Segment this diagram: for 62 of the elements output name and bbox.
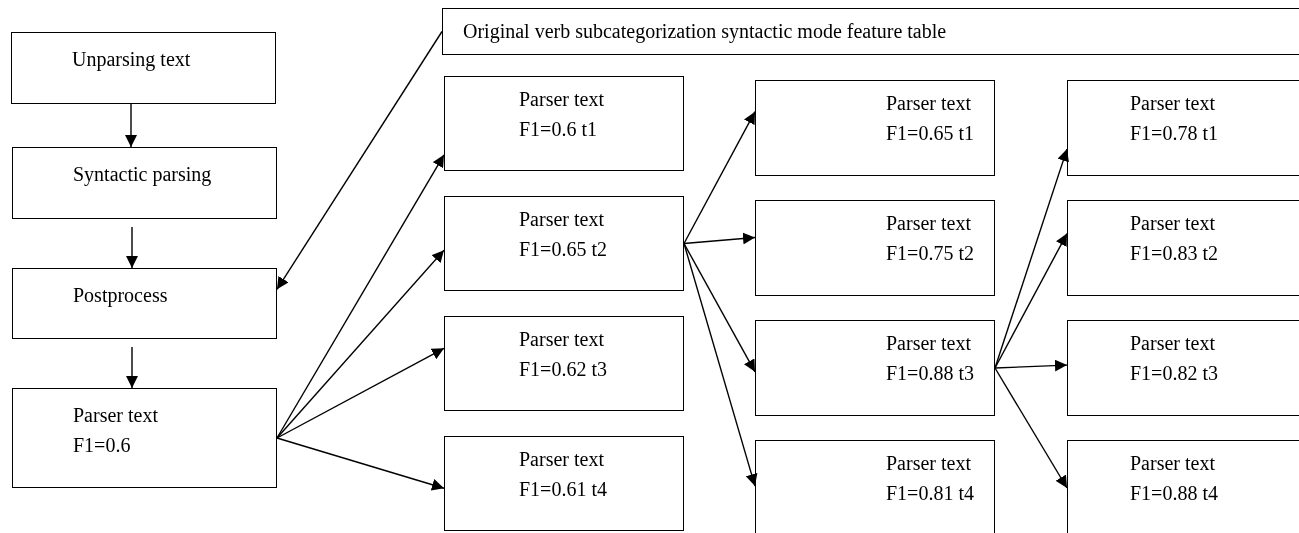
- arrow: [994, 148, 1069, 369]
- process-box: [755, 440, 995, 533]
- arrow: [125, 103, 137, 148]
- box-label: Parser text: [1130, 451, 1215, 476]
- box-label: Parser text: [519, 207, 604, 232]
- arrow: [276, 347, 445, 439]
- process-box: [1067, 440, 1299, 533]
- score-label: F1=0.62 t3: [519, 357, 607, 382]
- score-label: F1=0.82 t3: [1130, 361, 1218, 386]
- arrow: [994, 367, 1068, 489]
- score-label: F1=0.6: [73, 433, 131, 458]
- score-label: F1=0.61 t4: [519, 477, 607, 502]
- process-box: [1067, 320, 1299, 416]
- box-label: Parser text: [1130, 211, 1215, 236]
- box-label: Parser text: [886, 211, 971, 236]
- process-box: [12, 147, 277, 219]
- box-label: Parser text: [73, 403, 158, 428]
- process-box: [755, 200, 995, 296]
- score-label: F1=0.65 t1: [886, 121, 974, 146]
- process-box: [12, 388, 277, 488]
- score-label: F1=0.81 t4: [886, 481, 974, 506]
- process-box: [444, 436, 684, 531]
- box-label: Original verb subcategorization syntactic mode feature table: [463, 19, 947, 45]
- arrow: [276, 437, 445, 491]
- arrow: [994, 359, 1068, 372]
- score-label: F1=0.6 t1: [519, 117, 597, 142]
- arrow: [683, 242, 758, 487]
- title-box: [442, 8, 1299, 55]
- score-label: F1=0.83 t2: [1130, 241, 1218, 266]
- arrow: [276, 249, 445, 439]
- box-label: Parser text: [1130, 331, 1215, 356]
- box-label: Postprocess: [73, 283, 168, 309]
- box-label: Parser text: [519, 447, 604, 472]
- box-label: Parser text: [519, 87, 604, 112]
- box-label: Parser text: [886, 91, 971, 116]
- box-label: Unparsing text: [72, 47, 191, 73]
- arrow: [126, 346, 138, 389]
- arrow: [994, 232, 1068, 369]
- process-box: [444, 76, 684, 171]
- arrow: [126, 226, 138, 269]
- process-box: [1067, 200, 1299, 296]
- score-label: F1=0.75 t2: [886, 241, 974, 266]
- process-box: [12, 268, 277, 339]
- arrow: [276, 30, 443, 290]
- arrow: [683, 232, 756, 245]
- score-label: F1=0.88 t3: [886, 361, 974, 386]
- arrow: [683, 111, 756, 245]
- arrow: [683, 242, 756, 373]
- process-box: [755, 80, 995, 176]
- box-label: Parser text: [519, 327, 604, 352]
- process-box: [1067, 80, 1299, 176]
- process-box: [444, 316, 684, 411]
- box-label: Parser text: [886, 451, 971, 476]
- process-box: [11, 32, 276, 104]
- process-box: [755, 320, 995, 416]
- box-label: Parser text: [886, 331, 971, 356]
- score-label: F1=0.88 t4: [1130, 481, 1218, 506]
- process-box: [444, 196, 684, 291]
- score-label: F1=0.65 t2: [519, 237, 607, 262]
- box-label: Parser text: [1130, 91, 1215, 116]
- score-label: F1=0.78 t1: [1130, 121, 1218, 146]
- box-label: Syntactic parsing: [73, 162, 212, 188]
